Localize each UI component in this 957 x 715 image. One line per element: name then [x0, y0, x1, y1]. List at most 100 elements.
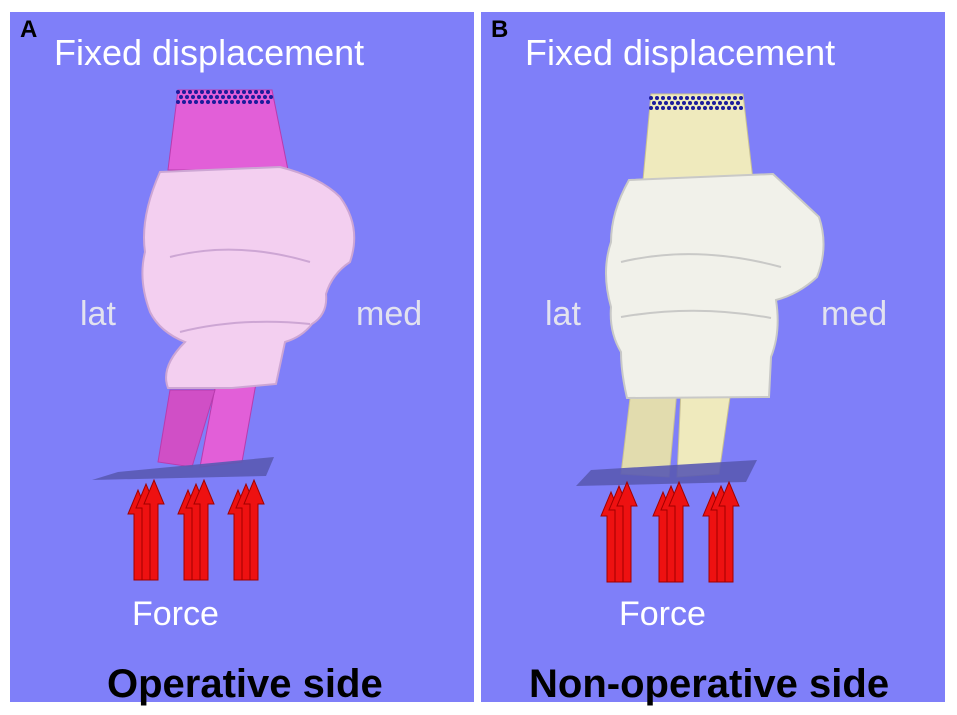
- fixed-point: [200, 90, 204, 94]
- fixed-point: [218, 90, 222, 94]
- fixed-point: [715, 106, 719, 110]
- fixed-point: [655, 106, 659, 110]
- fixed-point: [721, 106, 725, 110]
- fixed-point: [694, 101, 698, 105]
- fixed-displacement-label: Fixed displacement: [525, 32, 835, 74]
- fixed-point: [248, 100, 252, 104]
- fixed-point: [236, 100, 240, 104]
- fixed-point: [266, 90, 270, 94]
- fixed-point: [727, 106, 731, 110]
- fixed-point: [215, 95, 219, 99]
- fixed-point: [245, 95, 249, 99]
- fixed-point: [658, 101, 662, 105]
- fixed-point: [661, 106, 665, 110]
- force-label: Force: [619, 595, 706, 634]
- fixed-point: [697, 106, 701, 110]
- fixed-point: [709, 96, 713, 100]
- fixed-point: [218, 100, 222, 104]
- fixed-point: [652, 101, 656, 105]
- fixed-point: [254, 100, 258, 104]
- fixed-point: [655, 96, 659, 100]
- fixed-point: [715, 96, 719, 100]
- fixed-point: [703, 106, 707, 110]
- fixed-point: [182, 100, 186, 104]
- fixed-point: [194, 90, 198, 94]
- knee-model-non-operative: [481, 12, 945, 702]
- fixed-point: [691, 106, 695, 110]
- side-caption: Non-operative side: [529, 662, 889, 707]
- panel-operative: A Fixed displacement lat med Force Opera…: [10, 12, 474, 702]
- panel-non-operative: B Fixed displacement lat med Force Non-o…: [481, 12, 945, 702]
- fixed-point: [230, 100, 234, 104]
- fixed-point: [230, 90, 234, 94]
- side-caption: Operative side: [107, 662, 383, 707]
- fixed-point: [673, 96, 677, 100]
- fixed-point: [269, 95, 273, 99]
- fixed-point: [188, 90, 192, 94]
- fixed-point: [664, 101, 668, 105]
- fixed-point: [212, 100, 216, 104]
- fixed-point: [676, 101, 680, 105]
- fixed-point: [649, 106, 653, 110]
- fixed-point: [194, 100, 198, 104]
- fixed-point: [176, 100, 180, 104]
- panel-letter: B: [491, 16, 508, 44]
- fixed-point: [224, 100, 228, 104]
- fixed-point: [197, 95, 201, 99]
- fixed-point: [679, 106, 683, 110]
- lateral-label: lat: [80, 295, 116, 334]
- fixed-point: [688, 101, 692, 105]
- fixed-point: [697, 96, 701, 100]
- fixed-point: [682, 101, 686, 105]
- knee-joint: [142, 167, 354, 388]
- fixed-point: [203, 95, 207, 99]
- fixed-point: [212, 90, 216, 94]
- fixed-point: [251, 95, 255, 99]
- fixed-point: [254, 90, 258, 94]
- fixed-point: [739, 96, 743, 100]
- fixed-point: [724, 101, 728, 105]
- fixed-point: [260, 100, 264, 104]
- fixed-point: [667, 96, 671, 100]
- fixed-point: [718, 101, 722, 105]
- fixed-point: [209, 95, 213, 99]
- fixed-point: [712, 101, 716, 105]
- force-label: Force: [132, 595, 219, 634]
- fixed-point: [257, 95, 261, 99]
- fixed-point: [242, 100, 246, 104]
- fixed-point: [733, 96, 737, 100]
- medial-label: med: [821, 295, 887, 334]
- fixed-point: [242, 90, 246, 94]
- fixed-point: [679, 96, 683, 100]
- fixed-point: [263, 95, 267, 99]
- fixed-point: [224, 90, 228, 94]
- fixed-point: [182, 90, 186, 94]
- fixed-point: [709, 106, 713, 110]
- fixed-point: [721, 96, 725, 100]
- fixed-point: [739, 106, 743, 110]
- fixed-point: [239, 95, 243, 99]
- fixed-point: [730, 101, 734, 105]
- fixed-point: [179, 95, 183, 99]
- force-arrows: [128, 480, 264, 580]
- fibula-shaft: [621, 390, 677, 477]
- fixed-point: [176, 90, 180, 94]
- fixed-point: [691, 96, 695, 100]
- knee-model-operative: [10, 12, 474, 702]
- fixed-point: [733, 106, 737, 110]
- fixed-point: [685, 96, 689, 100]
- fixed-point: [185, 95, 189, 99]
- fixed-point: [703, 96, 707, 100]
- fixed-point: [700, 101, 704, 105]
- fixed-point: [236, 90, 240, 94]
- fixed-point: [233, 95, 237, 99]
- fixed-point: [227, 95, 231, 99]
- fixed-displacement-label: Fixed displacement: [54, 32, 364, 74]
- fixed-point: [727, 96, 731, 100]
- fixed-point: [661, 96, 665, 100]
- lateral-label: lat: [545, 295, 581, 334]
- panel-letter: A: [20, 16, 37, 44]
- fixed-point: [670, 101, 674, 105]
- fixed-point: [667, 106, 671, 110]
- fixed-point: [685, 106, 689, 110]
